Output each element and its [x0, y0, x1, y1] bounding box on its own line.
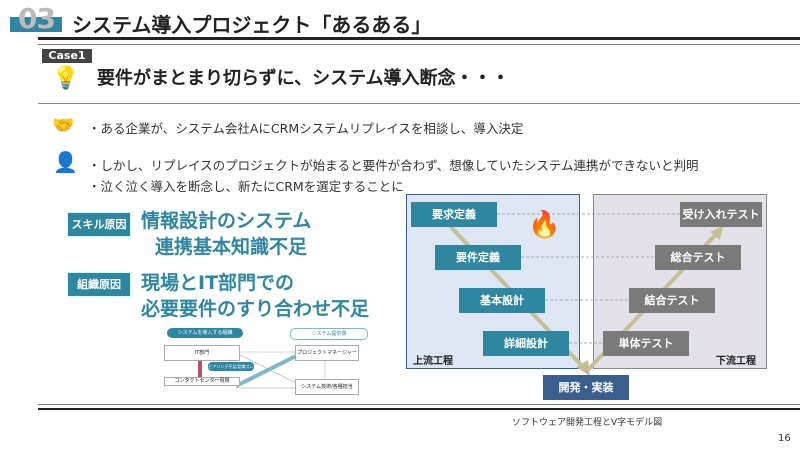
- org-gap: ヒアリング不足/認識ズレ: [208, 362, 254, 371]
- divider: [38, 37, 800, 40]
- v-left-2: 要件定義: [435, 245, 521, 270]
- org-eng: システム技術/各種担当: [295, 379, 359, 395]
- bullet-2: ・しかし、リプレイスのプロジェクトが始まると要件が合わず、想像していたシステム連…: [88, 158, 699, 173]
- divider: [38, 44, 800, 45]
- section-number-bar: [10, 17, 62, 32]
- diagram-caption: ソフトウェア開発工程とV字モデル図: [512, 418, 663, 428]
- page-title: システム導入プロジェクト「あるある」: [72, 13, 432, 37]
- skill-cause-label: スキル原因: [67, 212, 131, 237]
- downstream-label: 下流工程: [716, 356, 756, 367]
- org-cause-line2: 必要要件のすり合わせ不足: [141, 298, 370, 320]
- org-right-header: システム提供側: [290, 328, 368, 340]
- bullet-1: ・ある企業が、システム会社AにCRMシステムリプレイスを相談し、導入決定: [88, 121, 524, 136]
- org-cause-label: 組織原因: [67, 272, 131, 297]
- org-contact: コンタクトセンター現場: [164, 377, 240, 386]
- org-left-header: システムを導入する組織: [167, 328, 243, 338]
- divider: [38, 408, 800, 410]
- v-left-1: 要求定義: [411, 202, 497, 227]
- v-right-1: 受け入れテスト: [680, 202, 762, 227]
- skill-cause-line1: 情報設計のシステム: [141, 210, 312, 232]
- upstream-label: 上流工程: [413, 356, 453, 367]
- fire-icon: 🔥: [528, 210, 561, 240]
- v-right-3: 結合テスト: [629, 288, 715, 313]
- bullet-3: ・泣く泣く導入を断念し、新たにCRMを選定することに: [88, 179, 404, 194]
- org-cause-line1: 現場とIT部門での: [141, 272, 295, 294]
- page-number: 16: [778, 433, 791, 444]
- person-icon: 👤: [53, 150, 78, 174]
- v-left-3: 基本設計: [459, 288, 545, 313]
- v-left-4: 詳細設計: [483, 331, 569, 356]
- v-right-4: 単体テスト: [603, 331, 689, 356]
- v-right-2: 総合テスト: [655, 245, 741, 270]
- section-number: 03: [18, 2, 56, 35]
- divider: [38, 404, 800, 405]
- skill-cause-line2: 連携基本知識不足: [155, 236, 308, 258]
- lightbulb-icon: 💡: [52, 66, 80, 91]
- org-it: IT部門: [164, 345, 240, 361]
- case-heading: 要件がまとまり切らずに、システム導入断念・・・: [97, 68, 510, 89]
- divider: [38, 103, 800, 104]
- v-bottom: 開発・実装: [543, 375, 629, 400]
- handshake-icon: 🤝: [52, 115, 75, 136]
- org-pm: プロジェクトマネージャー: [295, 345, 359, 361]
- org-diagram-lines: [198, 351, 326, 389]
- case-tag: Case1: [42, 49, 92, 63]
- org-diagram: システムを導入する組織 システム提供側 IT部門 コンタクトセンター現場 プロジ…: [152, 326, 372, 401]
